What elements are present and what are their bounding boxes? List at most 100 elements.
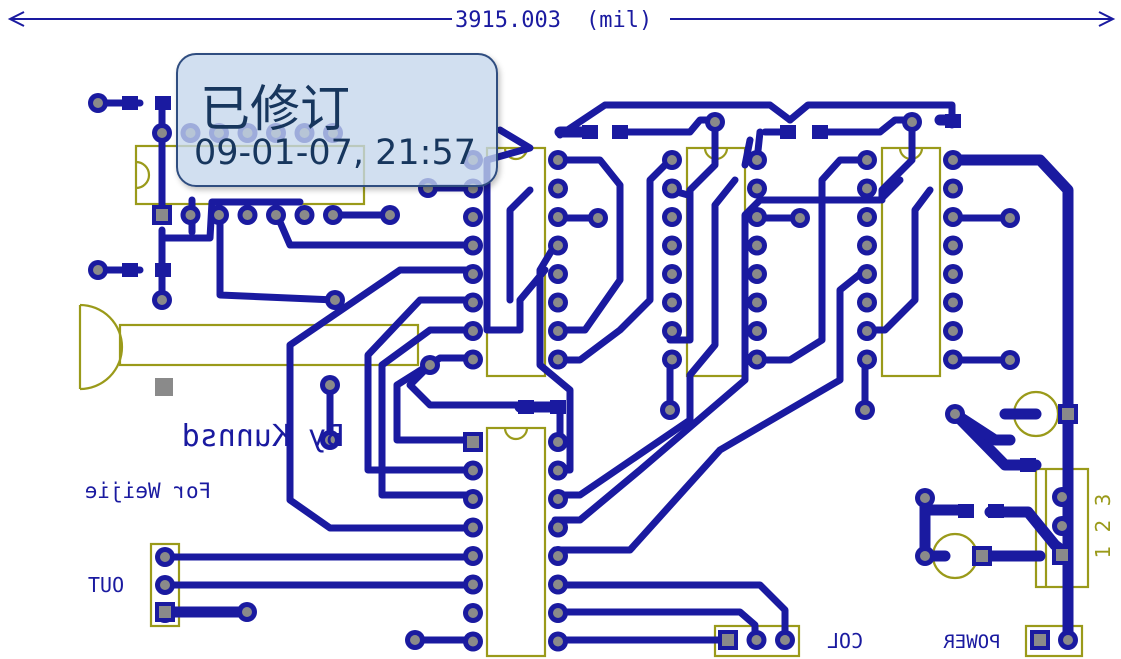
pin-hole	[862, 155, 872, 165]
pin-hole	[468, 354, 478, 365]
ic1-outline	[485, 146, 547, 378]
recipient-label: For Weijie	[85, 479, 211, 503]
pin-hole	[553, 354, 563, 365]
pin-hole	[553, 326, 563, 336]
pin-hole	[948, 326, 958, 336]
pin-hole	[553, 522, 563, 533]
pin-hole	[751, 635, 762, 645]
pin-hole	[553, 551, 563, 561]
pin-hole	[862, 269, 872, 279]
pin-hole	[780, 635, 790, 645]
revision-stamp-title: 已修订	[200, 80, 350, 138]
pin-hole	[722, 634, 734, 646]
regulator-pin-1: 1	[1091, 546, 1115, 559]
through-hole-pads	[88, 93, 1078, 650]
pin-hole	[553, 494, 563, 504]
pin-hole	[948, 269, 958, 279]
pin-hole	[752, 326, 762, 336]
pin-hole	[1057, 521, 1067, 531]
regulator-pin-2: 2	[1091, 520, 1115, 533]
pin-hole	[468, 494, 478, 504]
pin-hole	[862, 240, 872, 251]
silkscreen-layer	[78, 144, 1090, 658]
pin-hole	[862, 183, 872, 194]
pin-hole	[468, 269, 478, 279]
pin-hole	[667, 326, 677, 336]
pin-hole	[752, 155, 762, 165]
pin-hole	[862, 212, 872, 222]
dimension-unit: (mil)	[586, 8, 652, 33]
pin-hole	[752, 240, 762, 251]
pin-hole	[468, 636, 478, 647]
pin-hole	[1056, 549, 1068, 561]
pin-hole	[667, 297, 677, 308]
ic-notch-topleft	[135, 160, 151, 190]
smd-pads	[122, 96, 1036, 518]
pin-hole	[159, 606, 171, 618]
pin-hole	[214, 210, 224, 220]
pin-hole	[468, 212, 478, 222]
pin-hole	[242, 210, 253, 220]
pin-hole	[468, 297, 478, 308]
ic4-outline	[485, 426, 547, 658]
pin-hole	[752, 354, 762, 365]
board-labels: By Kunnsd For Weijie OUT COL POWER 3 2 1	[85, 419, 1115, 653]
pin-hole	[752, 212, 762, 222]
pin-hole	[862, 354, 872, 365]
pin-hole	[1057, 492, 1067, 502]
author-label: By Kunnsd	[182, 419, 345, 454]
pin-hole	[553, 465, 563, 476]
pin-hole	[862, 326, 872, 336]
dimension-line: 3915.003 (mil)	[7, 8, 1116, 33]
pin-hole	[862, 297, 872, 308]
pin-hole	[667, 240, 677, 251]
pin-hole	[667, 212, 677, 222]
revision-stamp-date: 09-01-07, 21:57	[194, 133, 476, 173]
pin-hole	[948, 155, 958, 165]
power-label: POWER	[943, 631, 1001, 653]
pin-hole	[467, 436, 479, 448]
pin-hole	[553, 183, 563, 194]
pin-hole	[553, 269, 563, 279]
pin-hole	[160, 552, 170, 562]
pin-hole	[667, 269, 677, 279]
pin-hole	[468, 522, 478, 533]
power-header-outline	[1024, 624, 1084, 658]
pin-hole	[553, 297, 563, 308]
pin-hole	[667, 354, 677, 365]
pin-hole	[271, 210, 281, 220]
pin-hole	[752, 297, 762, 308]
pin-hole	[553, 636, 563, 647]
pin-hole	[157, 128, 167, 138]
pin-hole	[468, 465, 478, 476]
pin-hole	[160, 580, 170, 590]
pin-hole	[553, 240, 563, 251]
pin-hole	[948, 354, 958, 365]
out-label: OUT	[88, 573, 124, 597]
pin-hole	[156, 209, 168, 221]
pin-hole	[468, 240, 478, 251]
pin-hole	[948, 240, 958, 251]
pin-hole	[1034, 634, 1046, 646]
revision-stamp: 已修订 09-01-07, 21:57	[176, 53, 498, 187]
pin-hole	[752, 269, 762, 279]
pin-hole	[948, 297, 958, 308]
pin-hole	[468, 326, 478, 336]
pin-hole	[553, 212, 563, 222]
pin-hole	[667, 183, 677, 194]
pin-hole	[553, 437, 563, 447]
pin-hole	[299, 210, 310, 220]
pin-hole	[185, 210, 196, 220]
pin-hole	[553, 608, 563, 618]
jack-outline	[79, 303, 124, 391]
pin-hole	[553, 155, 563, 165]
pin-hole	[752, 183, 762, 194]
col-label: COL	[827, 629, 863, 653]
pin-hole	[468, 608, 478, 618]
pin-hole	[948, 183, 958, 194]
dimension-value: 3915.003	[455, 8, 561, 33]
pin-hole	[468, 579, 478, 590]
pin-hole	[1063, 635, 1073, 645]
pin-hole	[667, 155, 677, 165]
